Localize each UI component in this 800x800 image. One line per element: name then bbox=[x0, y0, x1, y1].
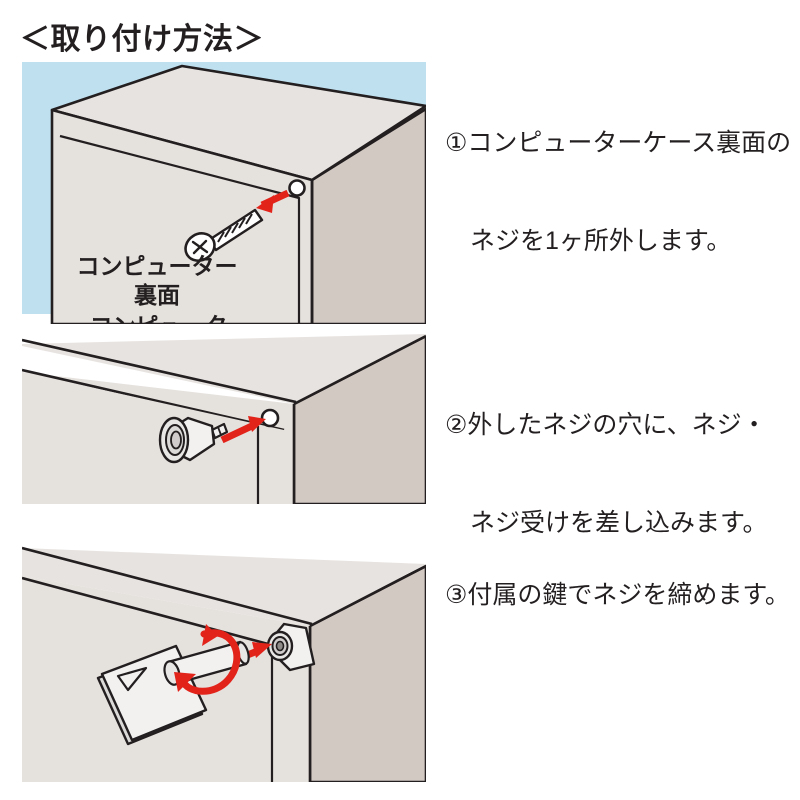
step-2-line-1: ②外したネジの穴に、ネジ・ bbox=[445, 411, 767, 439]
illustration-step-3 bbox=[22, 514, 426, 782]
step-3-text: ③付属の鍵でネジを締めます。 bbox=[445, 514, 790, 677]
step-3-line-1: ③付属の鍵でネジを締めます。 bbox=[445, 581, 790, 609]
case-edge-lines-3 bbox=[22, 546, 426, 654]
lock-knob bbox=[158, 416, 229, 464]
rotation-arrow-tail bbox=[202, 624, 218, 646]
red-arrow bbox=[256, 189, 290, 213]
illustration-step-1: コンピューター 裏面 コンピューター 裏面 bbox=[22, 62, 426, 324]
step-1-line-2: ネジを1ヶ所外します。 bbox=[470, 226, 732, 255]
key-triangle-mark bbox=[116, 666, 148, 692]
red-arrow-2 bbox=[220, 416, 266, 444]
case-top-face-2 bbox=[22, 334, 426, 404]
screw bbox=[184, 208, 264, 262]
illustration-label-group: コンピューター 裏面 bbox=[22, 252, 292, 310]
case-top-face-3 bbox=[22, 548, 426, 626]
page-title: ＜取り付け方法＞ bbox=[20, 23, 264, 56]
installed-lock bbox=[266, 622, 316, 672]
case-front-face bbox=[50, 108, 314, 324]
illustration-step-2 bbox=[22, 334, 426, 504]
screw-hole bbox=[288, 179, 306, 197]
step-1-line-1: ①コンピューターケース裏面の bbox=[445, 129, 792, 157]
step-1-text: ①コンピューターケース裏面の ネジを1ヶ所外します。 bbox=[445, 62, 791, 322]
rotation-arrow-head bbox=[174, 672, 196, 692]
illustration-label-computer: コンピューター bbox=[76, 253, 238, 279]
step-2-text: ②外したネジの穴に、ネジ・ ネジ受けを差し込みます。 bbox=[445, 344, 768, 604]
screw-hole-2 bbox=[260, 408, 280, 428]
case-panel-inset-line bbox=[59, 134, 301, 324]
rotation-arrow bbox=[178, 629, 241, 695]
step-2-line-2: ネジ受けを差し込みます。 bbox=[470, 508, 768, 537]
illustration-label-rear: 裏面 bbox=[134, 281, 180, 308]
case-edge-lines-2 bbox=[22, 334, 426, 432]
illustration-label-line1: コンピューター bbox=[90, 313, 251, 324]
case-front-fill-2 bbox=[22, 372, 284, 504]
